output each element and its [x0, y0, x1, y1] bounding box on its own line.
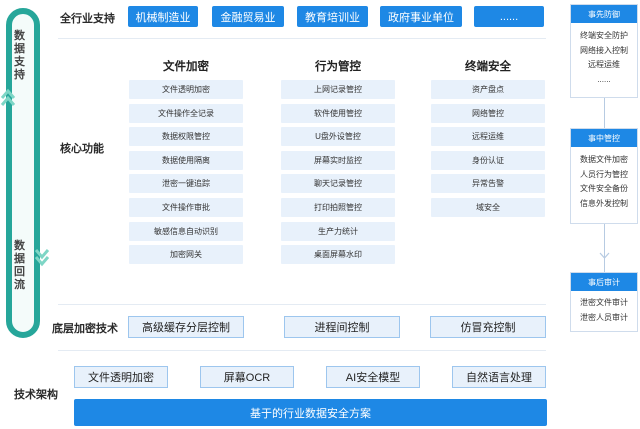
function-item: 打印拍照管控 [281, 198, 395, 217]
architecture-item: 屏幕OCR [200, 366, 294, 388]
card-item: 人员行为管控 [580, 169, 628, 179]
card-item: ...... [597, 74, 611, 84]
function-item: 数据权限管控 [129, 127, 243, 147]
chevron-down-icon [34, 249, 50, 267]
function-item: 身份认证 [431, 150, 545, 170]
card-title: 事中管控 [571, 129, 637, 147]
card-post-audit: 事后审计 泄密文件审计 泄密人员审计 [570, 272, 638, 332]
industry-item: 政府事业单位 [380, 6, 462, 27]
connector-line [604, 98, 605, 128]
function-item: 远程运维 [431, 127, 545, 147]
function-item: 上网记录管控 [281, 80, 395, 99]
connector-line [604, 224, 605, 272]
architecture-item: AI安全模型 [326, 366, 420, 388]
column-title: 行为管控 [315, 61, 361, 73]
card-item: 泄密文件审计 [580, 298, 628, 307]
card-item: 信息外发控制 [580, 198, 628, 208]
function-item: 屏幕实时监控 [281, 150, 395, 170]
card-item: 终端安全防护 [580, 31, 628, 40]
loop-top-text: 数据支持 [14, 30, 25, 81]
column-title: 文件加密 [163, 61, 209, 73]
divider [58, 38, 546, 39]
card-title: 事先防御 [571, 5, 637, 23]
card-in-process: 事中管控 数据文件加密 人员行为管控 文件安全备份 信息外发控制 [570, 128, 638, 224]
loop-bottom-text: 数据回流 [14, 240, 25, 291]
function-item: 文件透明加密 [129, 80, 243, 99]
industry-item: ...... [474, 6, 544, 27]
function-item: 加密网关 [129, 245, 243, 265]
bottom-tech-item: 进程间控制 [284, 316, 400, 338]
bottom-tech-label: 底层加密技术 [52, 323, 118, 335]
architecture-base: 基于的行业数据安全方案 [74, 399, 547, 426]
architecture-item: 文件透明加密 [74, 366, 168, 388]
function-item: U盘外设管控 [281, 127, 395, 147]
card-item: 网络接入控制 [580, 45, 628, 55]
industry-label: 全行业支持 [60, 13, 115, 25]
function-item: 文件操作全记录 [129, 103, 243, 123]
loop-arrows [0, 88, 50, 267]
card-pre-defense: 事先防御 终端安全防护 网络接入控制 远程运维 ...... [570, 4, 638, 98]
industry-item: 机械制造业 [128, 6, 198, 27]
function-item: 聊天记录管控 [281, 174, 395, 194]
architecture-item: 自然语言处理 [452, 366, 546, 388]
bottom-tech-item: 高级缓存分层控制 [128, 316, 244, 338]
divider [58, 350, 546, 351]
function-item: 资产盘点 [431, 80, 545, 99]
industry-item: 金融贸易业 [212, 6, 284, 27]
data-loop [6, 8, 40, 338]
function-item: 桌面屏幕水印 [281, 245, 395, 265]
card-item: 泄密人员审计 [580, 312, 628, 322]
function-item: 域安全 [431, 198, 545, 217]
chevron-up-icon [0, 88, 16, 106]
industry-item: 教育培训业 [297, 6, 368, 27]
bottom-tech-item: 仿冒充控制 [430, 316, 546, 338]
function-item: 文件操作审批 [129, 198, 243, 217]
function-item: 软件使用管控 [281, 103, 395, 123]
architecture-label: 技术架构 [14, 389, 58, 401]
function-item: 敏感信息自动识别 [129, 221, 243, 241]
card-title: 事后审计 [571, 273, 637, 291]
divider [58, 304, 546, 305]
arrow-down-icon [599, 252, 610, 259]
column-title: 终端安全 [465, 61, 511, 73]
function-item: 泄密一键追踪 [129, 174, 243, 194]
core-label: 核心功能 [60, 143, 104, 155]
function-item: 网络管控 [431, 103, 545, 123]
card-item: 文件安全备份 [580, 184, 628, 193]
card-item: 远程运维 [588, 60, 620, 69]
card-item: 数据文件加密 [580, 155, 628, 164]
function-item: 生产力统计 [281, 221, 395, 241]
function-item: 数据使用隔离 [129, 150, 243, 170]
function-item: 异常告警 [431, 174, 545, 194]
